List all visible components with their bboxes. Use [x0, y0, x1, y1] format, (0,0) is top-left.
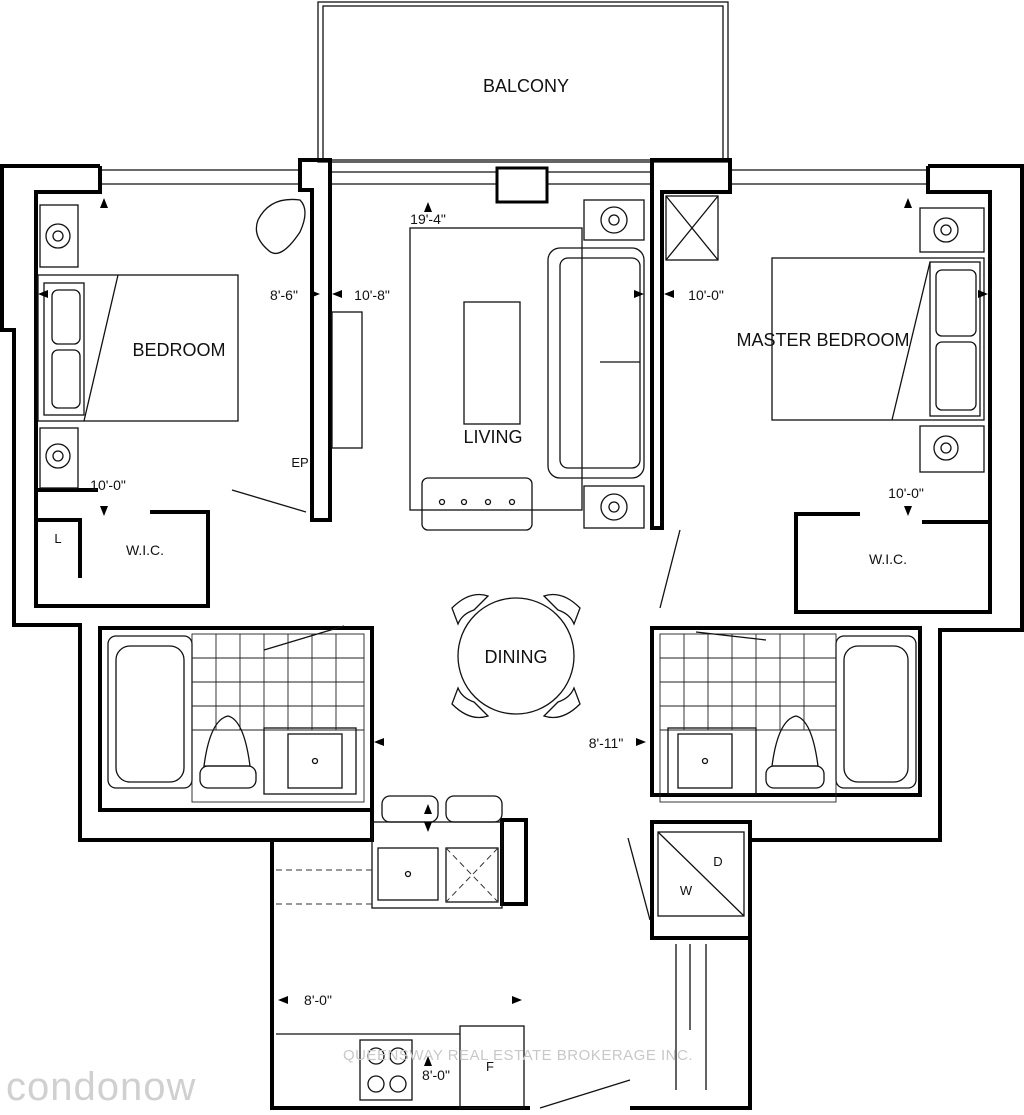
bathroom-left	[107, 633, 365, 803]
fridge-label: F	[486, 1059, 494, 1074]
dining-label: DINING	[485, 647, 548, 667]
living-label: LIVING	[463, 427, 522, 447]
balcony	[317, 1, 729, 163]
master-width-dim: 10'-0"	[688, 287, 724, 303]
bedroom-label: BEDROOM	[132, 340, 225, 360]
living-width-dim: 19'-4"	[410, 211, 446, 227]
bedroom-furniture	[37, 198, 363, 489]
bedroom-depth-dim: 10'-0"	[90, 477, 126, 493]
exterior-walls	[0, 158, 1024, 1110]
condonow-logo-watermark: condonow	[6, 1065, 196, 1109]
living-furniture	[409, 199, 645, 531]
linen-label: L	[54, 531, 61, 546]
balcony-label: BALCONY	[483, 76, 569, 96]
master-depth-dim: 10'-0"	[888, 485, 924, 501]
wic-right-label: W.I.C.	[869, 551, 907, 567]
kitchen	[276, 795, 525, 1109]
dryer-label: D	[713, 854, 722, 869]
bedroom-length-dim: 10'-8"	[354, 287, 390, 303]
kitchen-length-dim: 8'-0"	[422, 1067, 450, 1083]
doors	[231, 489, 767, 1109]
dimension-arrows	[38, 198, 988, 1066]
ep-label: EP	[291, 455, 308, 470]
kitchen-width-dim: 8'-0"	[304, 992, 332, 1008]
washer-label: W	[680, 883, 693, 898]
wic-left-label: W.I.C.	[126, 542, 164, 558]
laundry	[657, 831, 745, 1090]
bedroom-width-dim: 8'-6"	[270, 287, 298, 303]
dining-set	[451, 593, 581, 719]
brokerage-watermark: QUEENSWAY REAL ESTATE BROKERAGE INC.	[343, 1047, 693, 1064]
master-bedroom-label: MASTER BEDROOM	[736, 330, 909, 350]
master-bedroom-furniture	[665, 195, 985, 473]
bathroom-right	[659, 633, 917, 803]
windows-top	[100, 166, 928, 204]
dining-width-dim: 8'-11"	[589, 735, 624, 751]
